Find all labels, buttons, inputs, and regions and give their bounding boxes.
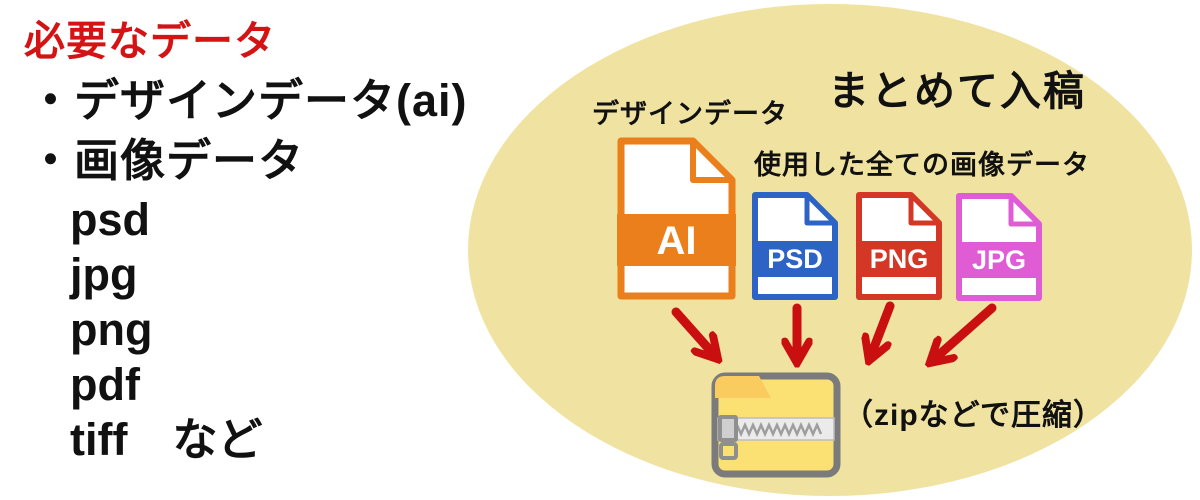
file-type-text: PSD xyxy=(767,244,823,274)
label-band xyxy=(617,214,736,266)
folded-corner xyxy=(690,138,735,183)
file-type-tiff: tiff など xyxy=(70,414,263,465)
file-type-jpg: jpg xyxy=(70,249,138,300)
image-data-label: 使用した全ての画像データ xyxy=(754,150,1090,180)
zipper-slider-inner xyxy=(722,419,734,438)
label-band xyxy=(752,241,838,277)
zipper-pull xyxy=(719,442,738,460)
file-type-psd: psd xyxy=(70,194,151,245)
png-file-icon: PNG xyxy=(856,192,942,300)
folder-tab xyxy=(715,376,771,398)
folded-corner xyxy=(804,192,838,226)
folded-corner xyxy=(1008,193,1042,227)
zip-folder-icon xyxy=(711,372,841,478)
file-type-text: AI xyxy=(657,219,697,263)
label-band xyxy=(856,241,942,277)
submit-together-title: まとめて入稿 xyxy=(828,68,1086,114)
file-type-text: JPG xyxy=(972,245,1026,275)
jpg-file-icon: JPG xyxy=(956,193,1042,301)
file-type-text: PNG xyxy=(870,244,929,274)
zip-compress-note: （zipなどで圧縮） xyxy=(843,399,1105,432)
required-data-title: 必要なデータ xyxy=(24,18,276,64)
psd-file-icon: PSD xyxy=(752,192,838,300)
label-band xyxy=(956,242,1042,278)
zipper-teeth xyxy=(723,421,823,438)
image-data-bullet: ・画像データ xyxy=(28,135,305,186)
file-type-pdf: pdf xyxy=(70,359,140,410)
ai-file-icon: AI xyxy=(617,137,736,300)
design-data-label: デザインデータ xyxy=(592,99,788,129)
folded-corner xyxy=(908,192,942,226)
design-data-bullet: ・デザインデータ(ai) xyxy=(28,75,468,126)
file-type-png: png xyxy=(70,304,153,355)
